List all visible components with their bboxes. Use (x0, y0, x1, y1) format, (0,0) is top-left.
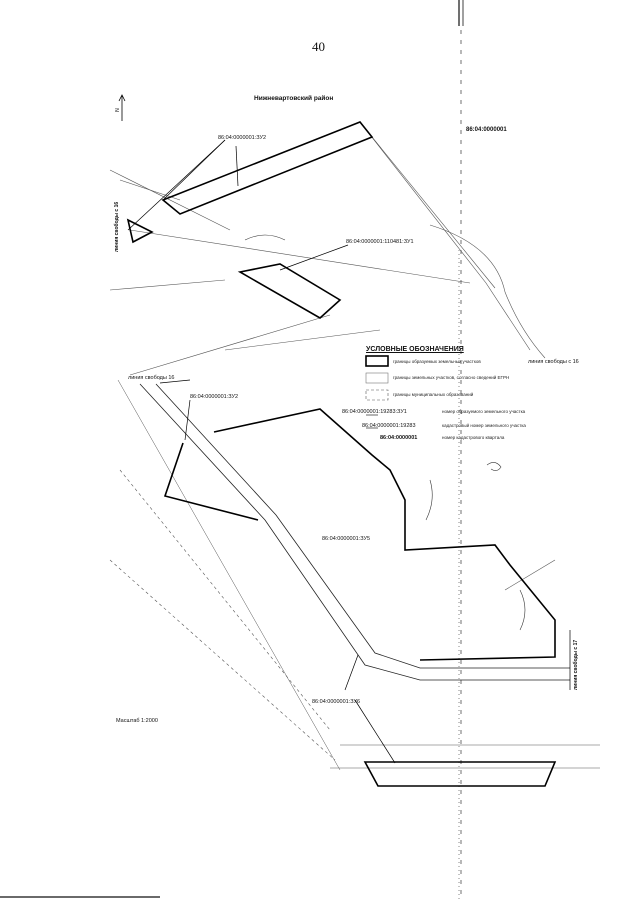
north-letter: N (114, 108, 121, 112)
formed-parcels (126, 121, 557, 787)
leader-lines (127, 139, 571, 764)
legend-note-formed-number: номер образуемого земельного участка (442, 409, 526, 414)
scale-text: Масштаб 1:2000 (116, 718, 158, 724)
road-strip (139, 383, 570, 681)
parcel-zu1-shape (237, 263, 342, 319)
egrn-parcel-lines (109, 121, 600, 771)
label-line-svobody-16-bottom: линия свободы 16 (128, 375, 175, 381)
label-line-svobody-16-left: линия свободы с 16 (114, 201, 120, 252)
label-line-svobody-17: линия свободы с 17 (573, 639, 579, 690)
label-cadastral-19283: 86:04:0000001:19283 (362, 423, 416, 429)
legend-item-formed: границы образуемых земельных участков (393, 359, 481, 364)
page-number: 40 (312, 39, 325, 54)
parcel-zu6-shape (363, 761, 557, 787)
legend-note-cadastral-number: кадастровый номер земельного участка (442, 423, 526, 428)
legend-line-svobody-16: линия свободы с 16 (528, 359, 579, 365)
legend-title: УСЛОВНЫЕ ОБОЗНАЧЕНИЯ (366, 346, 464, 353)
label-parcel-zu1: 86:04:0000001:110481:ЗУ1 (346, 239, 414, 245)
sketch-marks (244, 234, 526, 631)
parcel-zu2-top-shape (161, 121, 374, 215)
region-title: Нижневартовский район (254, 95, 334, 102)
north-arrow: N (114, 93, 127, 123)
label-quarter-bottom: 86:04:0000001 (380, 435, 418, 441)
legend-item-egrn: границы земельных участков, согласно све… (393, 375, 510, 380)
page-frame-lines (0, 0, 464, 900)
label-parcel-zu2-bottom: 86:04:0000001:ЗУ2 (190, 394, 239, 400)
parcel-zu2-bottom-boundary (163, 442, 259, 521)
legend-note-quarter-number: номер кадастрового квартала (442, 435, 505, 440)
label-parcel-zu6: 86:04:0000001:ЗУ6 (312, 699, 361, 705)
label-parcel-zu1-bottom: 86:04:0000001:19283:ЗУ1 (342, 409, 407, 415)
label-parcel-zu5: 86:04:0000001:ЗУ5 (322, 536, 371, 542)
label-parcel-zu2-top: 86:04:0000001:ЗУ2 (218, 135, 267, 141)
legend-symbols (365, 355, 389, 429)
quarter-label-top: 86:04:0000001 (466, 127, 507, 133)
legend-item-municipal: границы муниципальных образований (393, 392, 474, 397)
north-arrow-icon (118, 94, 126, 121)
parcel-zu5-boundary (213, 408, 556, 661)
parcel-small-left-shape (126, 218, 154, 244)
